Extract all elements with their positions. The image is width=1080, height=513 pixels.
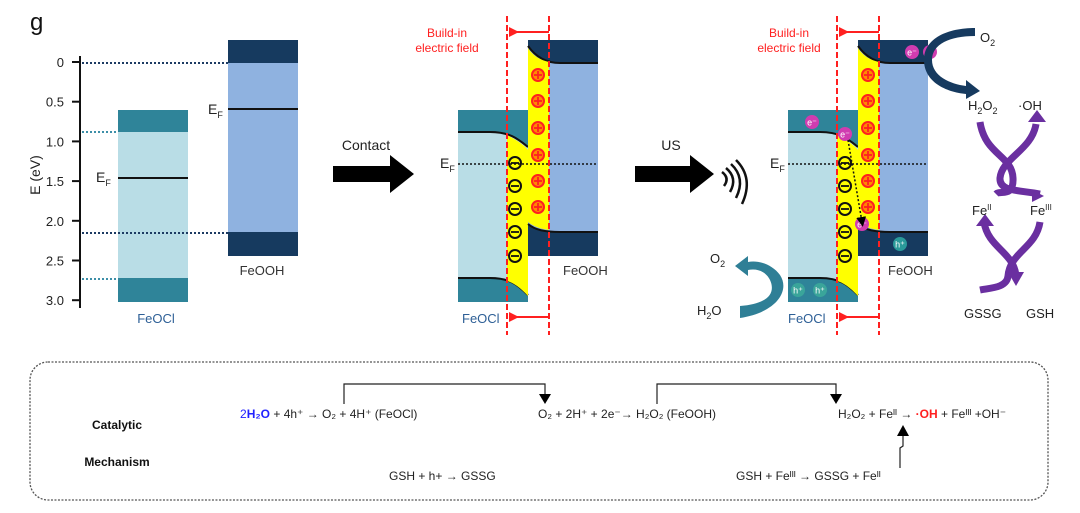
axis-tick-label: 3.0: [46, 293, 64, 308]
heterojunction-contact: EF FeOCl FeOOH: [440, 40, 608, 326]
feooh-label: FeOOH: [240, 263, 285, 278]
o2-label: O2: [980, 30, 995, 48]
equation-oxygen-reduction: O₂ + 2H⁺ + 2e⁻→ H₂O₂ (FeOOH): [538, 407, 716, 421]
feocl-bands-separated: EF FeOCl: [82, 110, 188, 326]
arrow-up-icon: [897, 425, 909, 436]
heterojunction-ultrasound: EF e⁻e⁻e⁻e⁻e⁻h⁺h⁺h⁺ FeOCl FeOOH: [770, 40, 937, 326]
svg-text:electric field: electric field: [415, 41, 478, 55]
arrow-down-icon: [539, 394, 551, 404]
equation-fenton: H₂O₂ + Feᴵᴵ → ·OH + Feᴵᴵᴵ +OH⁻: [838, 407, 1006, 421]
svg-text:US: US: [661, 137, 680, 153]
contact-arrow: Contact: [333, 137, 414, 193]
hole-icon: [813, 283, 827, 297]
h2o-label: H2O: [697, 303, 722, 321]
water-oxidation: O2 H2O: [697, 251, 784, 321]
negative-charge-icon: [508, 249, 522, 263]
hole-icon: [791, 283, 805, 297]
negative-charge-icon: [508, 225, 522, 239]
negative-charge-icon: [838, 202, 852, 216]
hole-icon-label: h⁺: [815, 286, 825, 296]
negative-charge-icon: [508, 179, 522, 193]
electron-transfer-arrow: [847, 139, 867, 227]
gsh-label: GSH: [1026, 306, 1054, 321]
negative-charge-icon: [508, 156, 522, 170]
svg-text:Build-in: Build-in: [427, 26, 467, 40]
fermi-label: EF: [96, 169, 111, 188]
svg-text:Contact: Contact: [342, 137, 390, 153]
built-in-field-2: Build-in electric field: [415, 16, 550, 335]
axis-tick-label: 1.5: [46, 174, 64, 189]
ultrasound-arrow: US: [635, 137, 749, 205]
negative-charge-icon: [838, 179, 852, 193]
negative-charge-icon: [838, 225, 852, 239]
equation-gsh-hole: GSH + h+ → GSSG: [389, 469, 496, 483]
arrow-head-icon: [1032, 190, 1044, 202]
panel-label: g: [30, 9, 43, 36]
svg-text:Build-in: Build-in: [769, 26, 809, 40]
fenton-cycle: FeII FeIII GSSG GSH: [964, 110, 1054, 321]
feooh-label: FeOOH: [563, 263, 608, 278]
negative-charge-icon: [838, 249, 852, 263]
arrow-down-icon: [830, 394, 842, 404]
electron-icon: [838, 127, 852, 141]
energy-axis: 0 0.5 1.0 1.5 2.0 2.5 3.0 E (eV): [27, 55, 81, 308]
electron-icon-label: e⁻: [840, 130, 850, 140]
mechanism-title-1: Catalytic: [92, 418, 142, 432]
gssg-label: GSSG: [964, 306, 1002, 321]
fermi-label: EF: [440, 155, 455, 174]
axis-tick-label: 0: [57, 55, 64, 70]
arrow-head-icon: [1008, 272, 1024, 286]
hole-icon-label: h⁺: [895, 240, 905, 250]
feocl-label: FeOCl: [462, 311, 500, 326]
axis-tick-label: 0.5: [46, 95, 64, 110]
feooh-bands-separated: EF FeOOH: [82, 40, 298, 278]
negative-charge-icon: [838, 156, 852, 170]
mechanism-title-2: Mechanism: [84, 455, 149, 469]
negative-charge-icon: [508, 202, 522, 216]
fermi-label: EF: [770, 155, 785, 174]
feocl-label: FeOCl: [137, 311, 175, 326]
hole-icon-label: h⁺: [793, 286, 803, 296]
o2-label: O2: [710, 251, 725, 269]
axis-tick-label: 2.5: [46, 254, 64, 269]
fe2-label: FeII: [972, 203, 992, 218]
electron-icon-label: e⁻: [857, 220, 867, 230]
electron-icon-label: e⁻: [807, 118, 817, 128]
electron-icon: [805, 115, 819, 129]
ultrasound-wave-icon: [721, 159, 749, 205]
oh-radical-label: ·OH: [1018, 98, 1042, 113]
electron-icon: [905, 45, 919, 59]
feooh-label: FeOOH: [888, 263, 933, 278]
svg-text:electric field: electric field: [757, 41, 820, 55]
built-in-field-3: Build-in electric field: [757, 16, 880, 335]
catalytic-mechanism-box: Catalytic Mechanism 2H₂O + 4h⁺ → O₂ + 4H…: [29, 361, 1049, 501]
fe3-label: FeIII: [1030, 203, 1052, 218]
connector-arrow: [899, 434, 904, 468]
right-arrow-icon: [333, 155, 414, 193]
connector-arrow: [656, 383, 837, 404]
equation-water-oxidation: 2H₂O + 4h⁺ → O₂ + 4H⁺ (FeOCl): [240, 407, 417, 421]
feocl-label: FeOCl: [788, 311, 826, 326]
connector-arrow: [343, 383, 546, 404]
fermi-label: EF: [208, 101, 223, 120]
equation-gsh-fe3: GSH + Feᴵᴵᴵ → GSSG + Feᴵᴵ: [736, 469, 881, 483]
electron-icon-label: e⁻: [907, 48, 917, 58]
hole-icon: [893, 237, 907, 251]
curved-arrow-icon: [924, 28, 980, 99]
h2o2-label: H2O2: [968, 98, 998, 116]
axis-label: E (eV): [27, 155, 43, 195]
curved-arrow-icon: [735, 256, 784, 318]
axis-tick-label: 2.0: [46, 214, 64, 229]
arrow-head-icon: [976, 214, 994, 226]
arrow-head-icon: [1028, 110, 1046, 122]
right-arrow-icon: [635, 155, 714, 193]
axis-tick-label: 1.0: [46, 134, 64, 149]
oxygen-reduction: O2 H2O2 ·OH: [924, 28, 1042, 116]
